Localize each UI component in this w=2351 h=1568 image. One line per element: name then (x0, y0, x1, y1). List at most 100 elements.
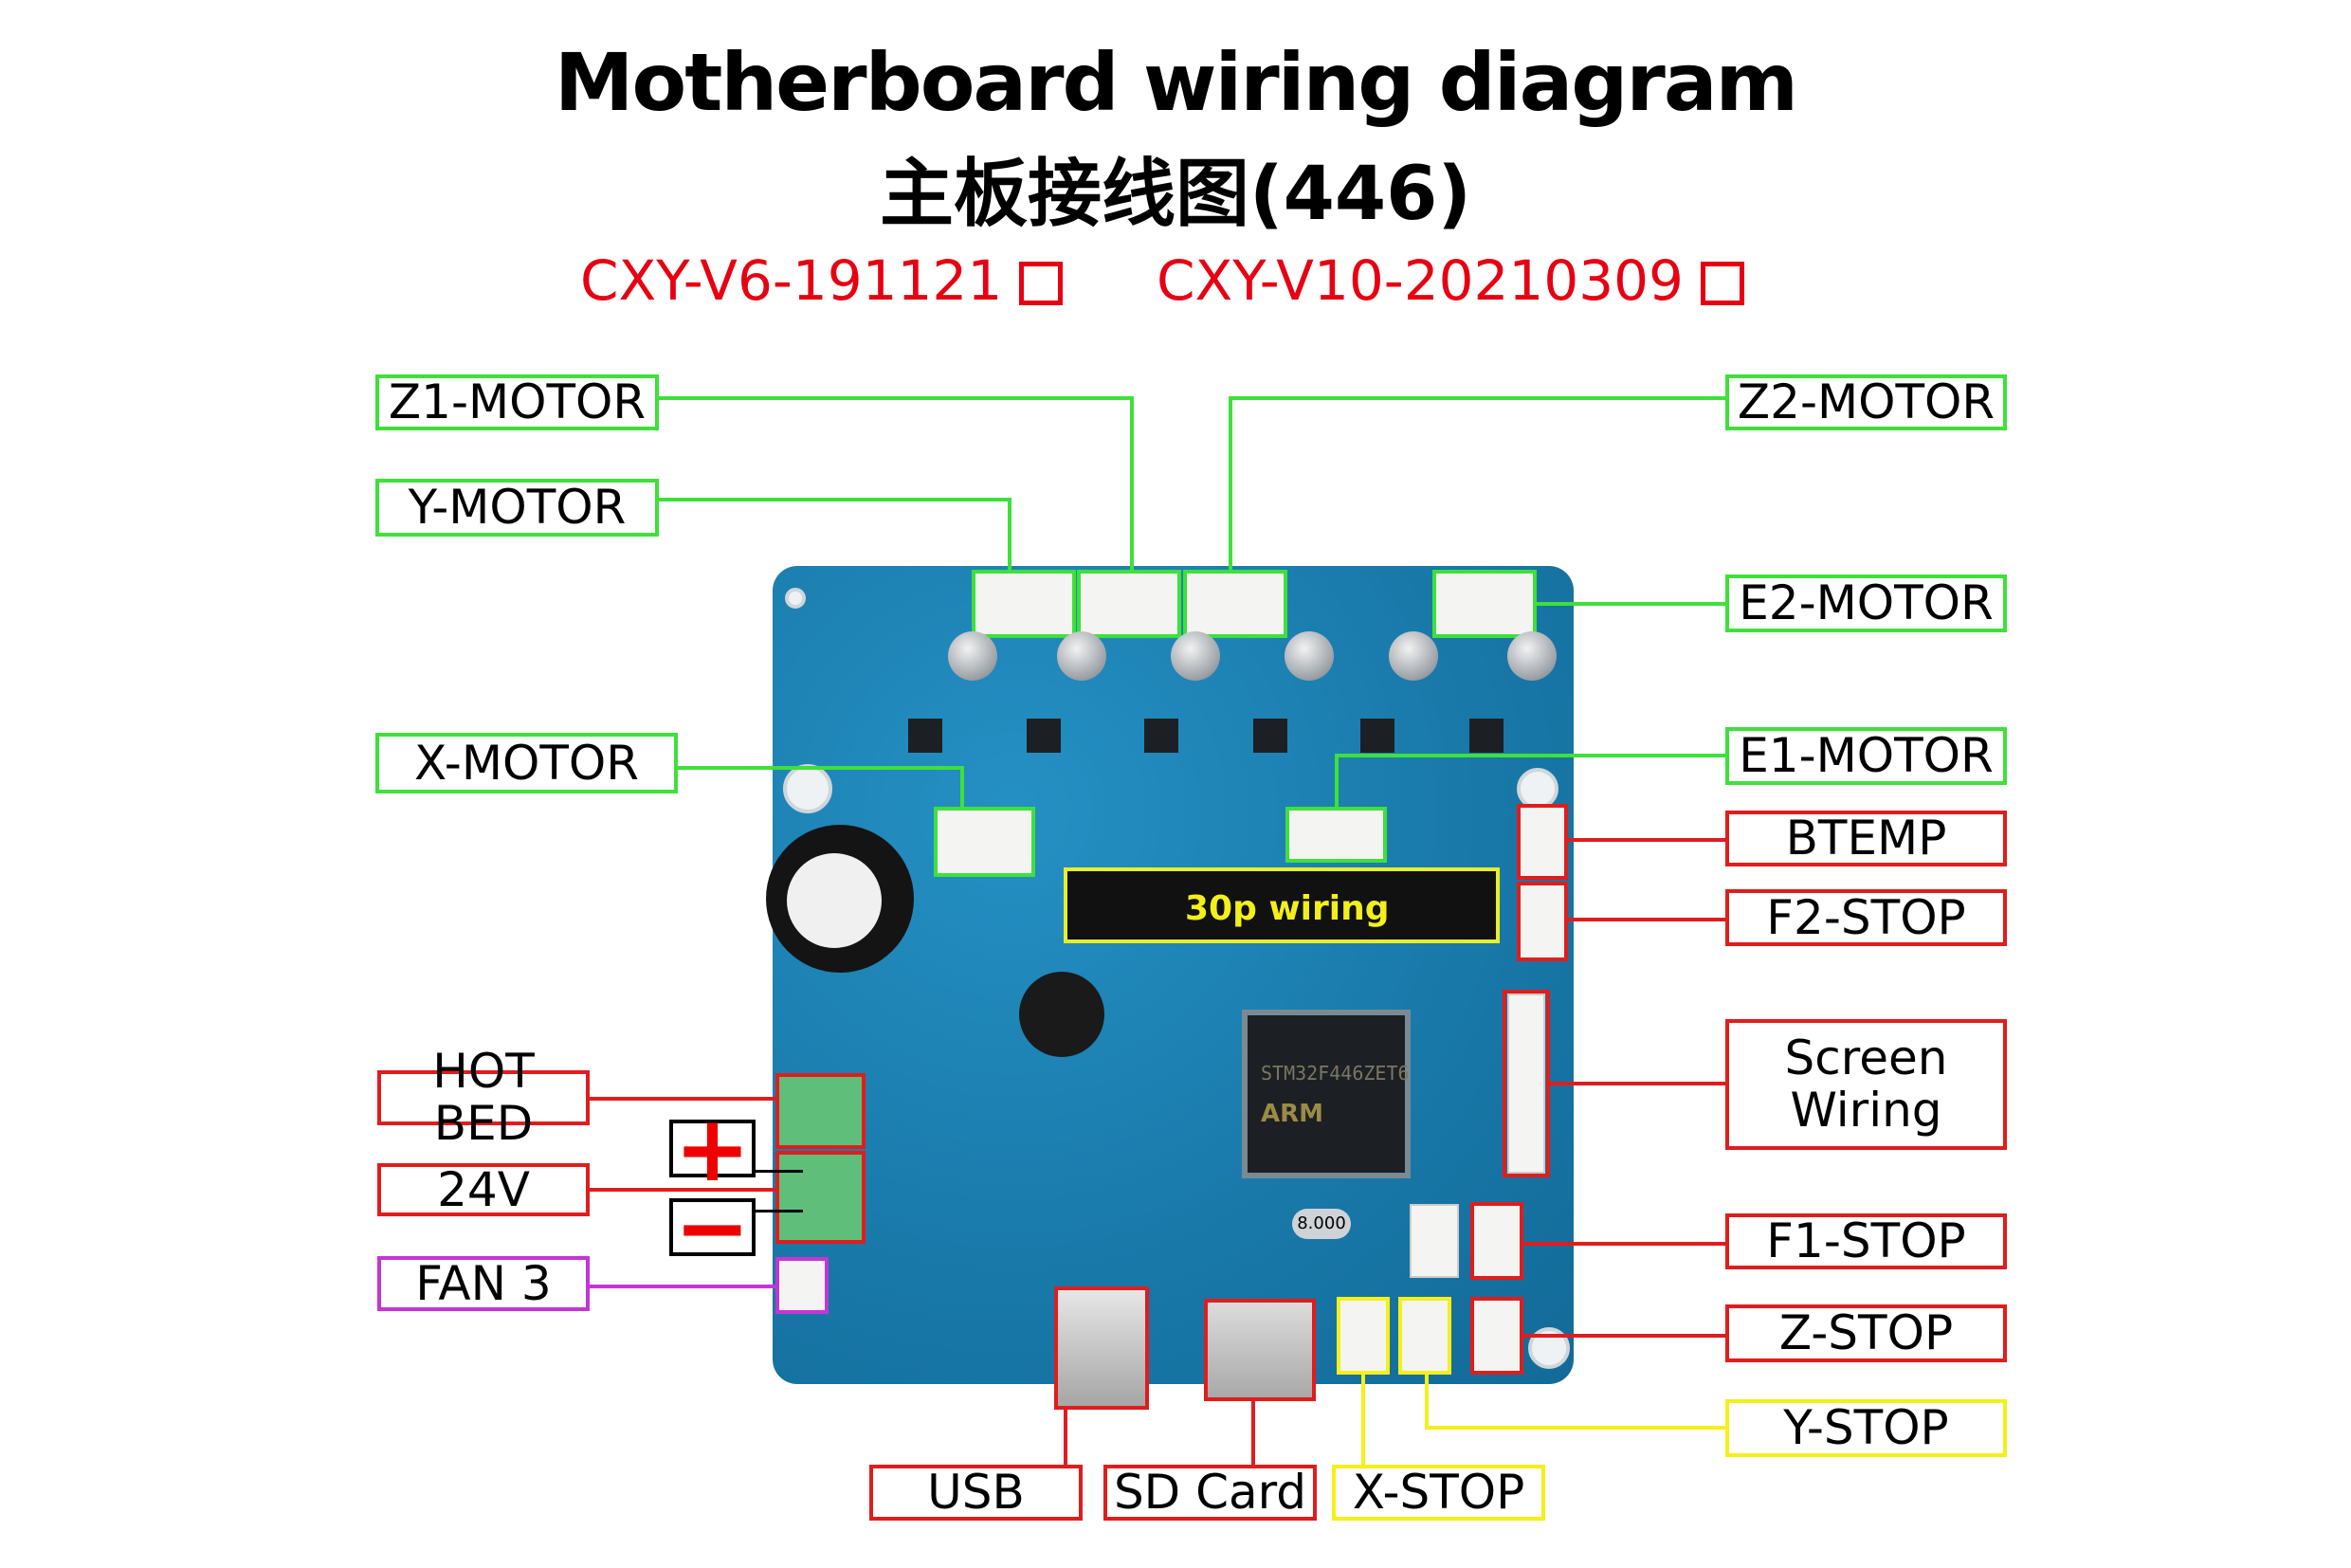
leader-line-z1 (659, 396, 1133, 400)
leader-line-z2 (1229, 396, 1725, 400)
version-checkbox[interactable] (1019, 262, 1064, 305)
motherboard-pcb (773, 566, 1574, 1384)
label-z1-motor: Z1-MOTOR (375, 374, 659, 430)
connector-e1-motor (1287, 809, 1385, 861)
leader-line-y-stop (1425, 1375, 1429, 1428)
highlight-x-motor (934, 807, 1035, 877)
capacitor (1389, 631, 1438, 681)
version-label: CXY-V10-20210309 (1157, 248, 1684, 313)
highlight-f2-stop (1517, 882, 1568, 961)
highlight-z1-motor (1077, 570, 1181, 638)
label-f2-stop: F2-STOP (1725, 889, 2007, 946)
capacitor (1507, 631, 1557, 681)
connector-30p-label: 30p wiring (1185, 889, 1390, 928)
mounting-hole (783, 764, 832, 813)
highlight-e2-motor (1432, 570, 1537, 638)
usb-port (1054, 1286, 1149, 1410)
highlight-y-stop (1398, 1297, 1451, 1375)
label-e1-motor: E1-MOTOR (1725, 727, 2007, 785)
version-option-v6[interactable]: CXY-V6-191121 (580, 248, 1064, 313)
leader-line-minus (756, 1210, 803, 1212)
highlight-y-motor (972, 570, 1076, 638)
terminal-hot-bed (775, 1073, 866, 1149)
leader-line-e2 (1537, 602, 1725, 606)
label-sd-card: SD Card (1103, 1465, 1317, 1521)
driver-chip-e1 (1360, 719, 1394, 753)
label-y-motor: Y-MOTOR (375, 479, 659, 537)
title-english: Motherboard wiring diagram (554, 36, 1798, 129)
label-y-stop: Y-STOP (1725, 1399, 2007, 1457)
highlight-z2-motor (1183, 570, 1287, 638)
driver-chip-x (908, 719, 942, 753)
leader-line-y (659, 498, 1010, 501)
leader-line-screen (1550, 1082, 1725, 1085)
label-f1-stop: F1-STOP (1725, 1213, 2007, 1269)
label-minus: − (669, 1182, 756, 1273)
version-option-v10[interactable]: CXY-V10-20210309 (1157, 248, 1744, 313)
mcu-marking: STM32F446ZET6 (1261, 1062, 1410, 1085)
leader-line-24v (590, 1188, 775, 1192)
driver-chip-z2 (1253, 719, 1287, 753)
capacitor (948, 631, 997, 681)
capacitor (1057, 631, 1106, 681)
highlight-f1-stop (1470, 1202, 1523, 1280)
leader-line-usb (1064, 1410, 1067, 1465)
connector-f1-stop-left (1410, 1204, 1459, 1278)
leader-line-x-stop (1361, 1375, 1365, 1465)
mcu-chip (1242, 1010, 1411, 1178)
highlight-btemp (1517, 804, 1568, 880)
label-e2-motor: E2-MOTOR (1725, 574, 2007, 632)
label-fan3: FAN 3 (377, 1256, 590, 1311)
label-hot-bed: HOT BED (377, 1046, 590, 1150)
leader-line-x (678, 766, 962, 770)
label-screen-wiring: Screen Wiring (1725, 1019, 2007, 1150)
label-screen-line2: Wiring (1790, 1083, 1942, 1138)
buzzer (1019, 972, 1104, 1057)
driver-chip-z1 (1144, 719, 1178, 753)
sd-card-slot (1204, 1299, 1316, 1401)
minus-icon: − (674, 1174, 751, 1281)
capacitor (1285, 631, 1334, 681)
connector-screen (1507, 994, 1545, 1174)
label-plus: + (669, 1103, 756, 1194)
leader-line-sd (1251, 1401, 1255, 1465)
crystal: 8.000 (1292, 1209, 1351, 1239)
leader-line-e1 (1337, 754, 1725, 757)
leader-line-btemp (1568, 838, 1725, 842)
highlight-screen (1503, 990, 1550, 1177)
leader-line-hot-bed (590, 1097, 775, 1101)
title-chinese: 主板接线图(446) (879, 152, 1472, 237)
supercapacitor-top (787, 853, 882, 948)
version-label: CXY-V6-191121 (580, 248, 1003, 313)
leader-line-z2 (1229, 396, 1232, 572)
leader-line-y-stop (1425, 1426, 1725, 1430)
label-btemp: BTEMP (1725, 811, 2007, 866)
connector-fan3 (775, 1257, 829, 1314)
highlight-e1-motor (1285, 807, 1387, 863)
label-z-stop: Z-STOP (1725, 1304, 2007, 1362)
terminal-24v (775, 1151, 866, 1244)
label-x-motor: X-MOTOR (375, 733, 678, 793)
plus-icon: + (674, 1095, 751, 1202)
leader-line-plus (756, 1170, 803, 1173)
connector-e2-motor (1434, 572, 1535, 636)
leader-line-f2 (1568, 918, 1725, 921)
label-x-stop: X-STOP (1332, 1465, 1545, 1521)
label-24v: 24V (377, 1163, 590, 1216)
highlight-z-stop (1470, 1297, 1523, 1375)
leader-line-f1 (1523, 1242, 1725, 1246)
mounting-hole (785, 588, 806, 609)
driver-chip-y (1027, 719, 1061, 753)
capacitor (1171, 631, 1220, 681)
leader-line-x (960, 766, 964, 809)
leader-line-fan3 (590, 1285, 775, 1288)
highlight-x-stop (1337, 1297, 1390, 1375)
mcu-arm-logo: ARM (1261, 1100, 1324, 1128)
label-z2-motor: Z2-MOTOR (1725, 374, 2007, 430)
driver-chip-e2 (1469, 719, 1504, 753)
label-usb: USB (869, 1465, 1083, 1521)
version-checkbox[interactable] (1700, 262, 1744, 305)
leader-line-z-stop (1523, 1334, 1725, 1338)
connector-30p (1064, 867, 1500, 943)
leader-line-e1 (1335, 754, 1339, 809)
